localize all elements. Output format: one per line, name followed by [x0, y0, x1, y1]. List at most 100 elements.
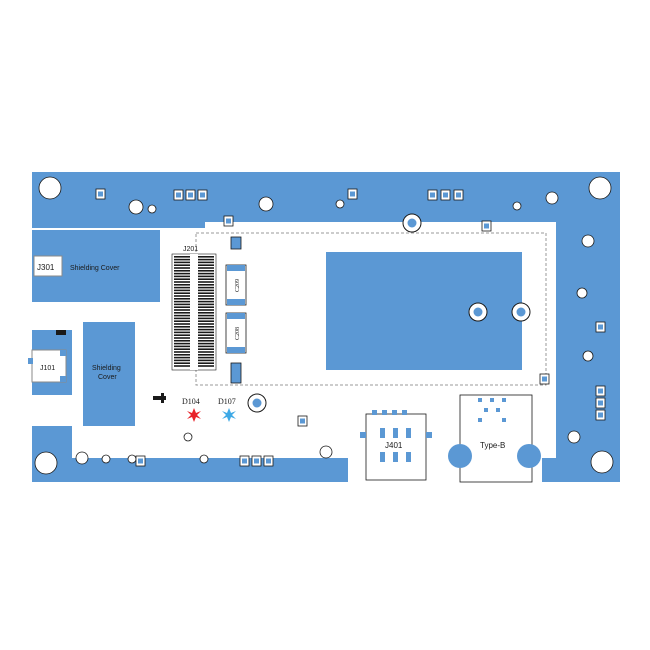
- j201-pin: [198, 281, 214, 283]
- j201-center: [190, 254, 198, 370]
- j201-pin: [174, 365, 190, 367]
- shielding-cover-top-label: Shielding Cover: [70, 265, 120, 272]
- j201-pin: [174, 348, 190, 350]
- smd-pad-center: [98, 191, 103, 197]
- mounting-hole: [183, 432, 193, 442]
- mounting-hole: [512, 201, 522, 211]
- module-pad: [326, 252, 522, 370]
- shielding-cover-left-label-2: Cover: [98, 374, 117, 381]
- mounting-hole: [38, 176, 62, 200]
- j401-connector: J401: [360, 410, 432, 481]
- mounting-hole: [335, 199, 345, 209]
- j201-pin: [174, 300, 190, 303]
- j201-pin: [174, 278, 190, 280]
- capacitor-column: C209 C208: [225, 236, 247, 384]
- smd-pad-center: [456, 192, 461, 198]
- j201-pin: [198, 331, 214, 334]
- j201-pin: [198, 337, 214, 339]
- j201-pin: [198, 306, 214, 308]
- j201-pin: [198, 264, 214, 266]
- smd-pad-center: [266, 458, 271, 464]
- small-pads: [95, 188, 606, 467]
- j201-pin: [174, 345, 190, 348]
- j201-pin: [198, 303, 214, 306]
- j201-pin: [174, 323, 190, 325]
- j201-pin: [174, 306, 190, 308]
- smd-pad-center: [138, 458, 143, 464]
- smd-pad-center: [598, 400, 603, 406]
- j201-pin: [174, 284, 190, 286]
- j201-pin: [198, 292, 214, 294]
- j201-pin: [174, 359, 190, 362]
- mounting-hole: [34, 451, 58, 475]
- j201-pin: [198, 342, 214, 345]
- j201-pin: [198, 354, 214, 356]
- led-d104-red: [187, 408, 201, 422]
- smd-pad-center: [430, 192, 435, 198]
- j201-pin: [198, 348, 214, 350]
- j201-pin: [174, 328, 190, 331]
- type-b-label: Type-B: [480, 441, 505, 450]
- component-small-black: [56, 330, 66, 335]
- j201-pin: [198, 267, 214, 269]
- j201-pin: [174, 303, 190, 306]
- j201-pin: [174, 272, 190, 275]
- smd-pad-center: [254, 458, 259, 464]
- j201-pin: [174, 281, 190, 283]
- mounting-hole: [581, 234, 595, 248]
- j201-pin: [174, 337, 190, 339]
- mounting-hole: [319, 445, 333, 459]
- smd-pad-center: [443, 192, 448, 198]
- j201-pin: [198, 270, 214, 272]
- j201-pin: [198, 300, 214, 303]
- smd-pad-center: [598, 412, 603, 418]
- j201-pin: [174, 326, 190, 328]
- smd-pad-center: [598, 324, 603, 330]
- mounting-hole: [127, 454, 137, 464]
- j201-pin: [198, 275, 214, 278]
- mounting-hole: [588, 176, 612, 200]
- via-center: [516, 307, 526, 317]
- via-center: [473, 307, 483, 317]
- d104-label: D104: [182, 397, 200, 406]
- smd-pad-center: [200, 192, 205, 198]
- mounting-hole: [582, 350, 594, 362]
- j201-pin: [198, 359, 214, 362]
- j201-pin: [198, 272, 214, 275]
- j201-pin: [174, 314, 190, 317]
- j201-label: J201: [183, 246, 198, 253]
- via-center: [407, 218, 417, 228]
- smd-pad-center: [242, 458, 247, 464]
- j201-pin: [198, 362, 214, 364]
- j201-pin: [174, 298, 190, 300]
- j201-pin: [174, 312, 190, 314]
- mounting-hole: [545, 191, 559, 205]
- j201-pin: [174, 270, 190, 272]
- j201-connector: [171, 253, 217, 371]
- j201-pin: [174, 356, 190, 359]
- j201-pin: [198, 312, 214, 314]
- j401-label: J401: [385, 441, 403, 450]
- cap-c208-label: C208: [235, 327, 241, 340]
- j201-pin: [198, 278, 214, 280]
- smd-pad-center: [484, 223, 489, 229]
- shielding-cover-left: [83, 322, 135, 426]
- j201-pin: [198, 320, 214, 322]
- j201-pin: [174, 256, 190, 258]
- j201-pin: [198, 334, 214, 336]
- d107-label: D107: [218, 397, 236, 406]
- smd-pad-center: [188, 192, 193, 198]
- j201-pin: [174, 261, 190, 264]
- j201-pin: [198, 309, 214, 311]
- j301-label: J301: [37, 263, 55, 272]
- j201-pin: [174, 320, 190, 322]
- j201-pin: [198, 284, 214, 286]
- mounting-hole: [75, 451, 89, 465]
- j201-pin: [198, 256, 214, 258]
- j201-pin: [198, 261, 214, 264]
- j201-pin: [174, 258, 190, 261]
- cap-c209-label: C209: [235, 279, 241, 292]
- mounting-hole: [101, 454, 111, 464]
- smd-pad-center: [542, 376, 547, 382]
- smd-pad-center: [300, 418, 305, 424]
